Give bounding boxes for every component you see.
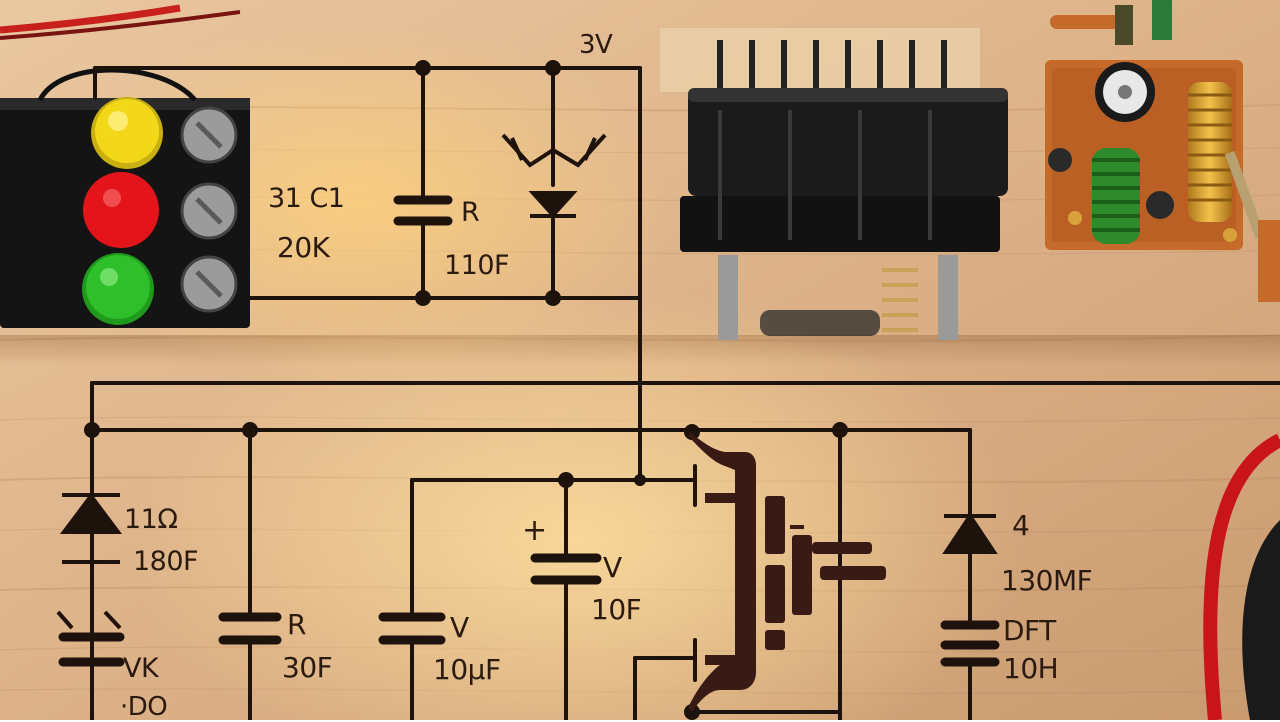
label-cap-v-mid: V: [603, 551, 622, 584]
label-top-voltage: 3V: [579, 30, 613, 60]
label-right-diode-num: 4: [1012, 509, 1030, 542]
pcb-board-icon: [1045, 0, 1280, 302]
label-left-bottom-1: VK: [123, 653, 159, 684]
top-wires: [0, 4, 241, 40]
transistor-symbol: [688, 432, 886, 712]
capacitor-symbols: [58, 195, 1000, 667]
label-left-top-1: 31 C1: [268, 183, 345, 214]
plus-sign: +: [522, 513, 547, 548]
relay-icon: [660, 28, 1008, 340]
label-cap-v-left-value: 10μF: [433, 653, 501, 686]
terminal-block-icon: [0, 67, 250, 328]
label-cap-r-value: 30F: [282, 651, 333, 684]
label-left-diode-1: 11Ω: [124, 504, 178, 535]
label-right-value-3: 10H: [1003, 652, 1059, 685]
label-cap-v-left: V: [450, 611, 469, 644]
label-left-bottom-2: ·DO: [120, 692, 168, 722]
label-right-value-1: 130ΜF: [1001, 564, 1093, 597]
label-left-top-2: 20K: [277, 231, 330, 264]
label-top-cap-r: R: [461, 197, 480, 228]
label-right-value-2: DFT: [1003, 614, 1056, 647]
label-cap-v-mid-value: 10F: [591, 593, 642, 626]
label-cap-r: R: [287, 608, 306, 641]
diode-symbols: [56, 133, 998, 630]
label-top-cap-value: 110F: [444, 250, 510, 281]
cable: [1203, 433, 1280, 720]
label-left-diode-2: 180F: [133, 546, 199, 577]
